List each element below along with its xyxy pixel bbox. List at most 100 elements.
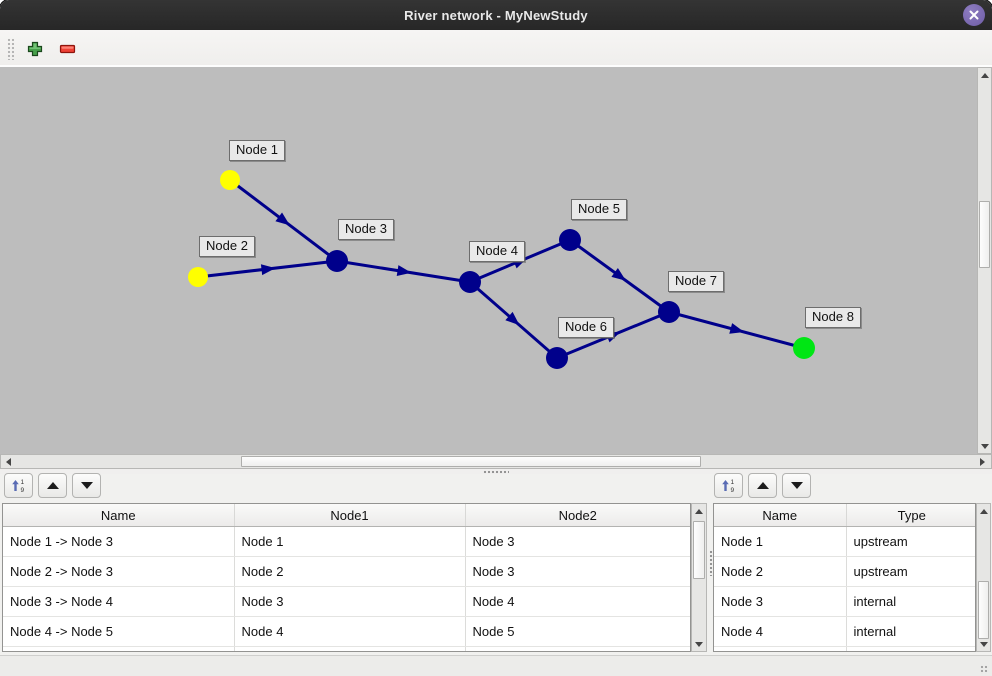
nodes-move-down-button[interactable] (782, 473, 811, 498)
table-cell: internal (846, 586, 975, 617)
table-cell: Node 4 (465, 586, 690, 617)
scroll-down-button[interactable] (978, 439, 991, 453)
table-cell: Node 3 (465, 556, 690, 587)
nodes-scrollbar-thumb[interactable] (978, 581, 989, 639)
column-header[interactable]: Name (3, 504, 235, 527)
scroll-down-button[interactable] (977, 637, 990, 651)
resize-grip-icon[interactable] (980, 665, 989, 674)
close-icon (969, 10, 979, 20)
node-label: Node 8 (805, 307, 861, 328)
move-up-icon (46, 482, 59, 489)
edge-arrow-icon (611, 268, 626, 281)
move-down-icon (80, 482, 93, 489)
scroll-right-button[interactable] (975, 455, 989, 468)
node-circle[interactable] (220, 170, 240, 190)
table-cell: Node 1 (234, 526, 466, 557)
svg-text:9: 9 (731, 487, 735, 493)
titlebar: River network - MyNewStudy (0, 0, 992, 31)
table-cell: Node 1 -> Node 3 (3, 526, 235, 557)
links-move-up-button[interactable] (38, 473, 67, 498)
node-label: Node 4 (469, 241, 525, 262)
table-cell: internal (846, 616, 975, 647)
arrow-left-icon (5, 457, 11, 466)
links-table-scrollbar[interactable] (691, 503, 707, 652)
column-header[interactable]: Name (714, 504, 847, 527)
canvas-vertical-scrollbar[interactable] (977, 67, 992, 454)
move-down-icon (790, 482, 803, 489)
node-circle[interactable] (326, 250, 348, 272)
svg-text:1: 1 (21, 479, 25, 486)
scroll-left-button[interactable] (1, 455, 15, 468)
scroll-up-button[interactable] (692, 504, 706, 518)
arrow-up-icon (695, 508, 703, 514)
scroll-down-button[interactable] (692, 637, 706, 651)
edge-arrow-icon (396, 265, 412, 276)
nodes-table-scrollbar[interactable] (976, 503, 991, 652)
links-scrollbar-thumb[interactable] (693, 521, 705, 579)
edge-arrow-icon (505, 311, 520, 326)
nodes-move-up-button[interactable] (748, 473, 777, 498)
red-minus-icon (59, 44, 75, 53)
arrow-up-icon (980, 72, 989, 78)
nodes-sort-button[interactable]: 1 9 (714, 473, 743, 498)
column-header[interactable]: Node1 (234, 504, 466, 527)
add-node-button[interactable] (22, 36, 48, 62)
table-cell: upstream (846, 526, 975, 557)
toolbar-drag-handle[interactable] (7, 37, 14, 60)
table-cell: Node 2 -> Node 3 (3, 556, 235, 587)
table-cell: Node 3 (234, 586, 466, 617)
main-toolbar (0, 30, 992, 68)
vertical-scrollbar-thumb[interactable] (979, 201, 990, 268)
table-cell: upstream (846, 556, 975, 587)
table-cell: Node 3 -> Node 4 (3, 586, 235, 617)
node-circle[interactable] (459, 271, 481, 293)
node-label: Node 6 (558, 317, 614, 338)
svg-text:9: 9 (21, 487, 25, 493)
links-sort-button[interactable]: 1 9 (4, 473, 33, 498)
table-cell: Node 4 (234, 616, 466, 647)
node-circle[interactable] (546, 347, 568, 369)
column-header[interactable]: Node2 (465, 504, 690, 527)
arrow-up-icon (979, 508, 988, 514)
close-button[interactable] (963, 4, 985, 26)
horizontal-scrollbar-thumb[interactable] (241, 456, 701, 467)
tables-splitter[interactable] (708, 549, 713, 577)
links-move-down-button[interactable] (72, 473, 101, 498)
arrow-down-icon (979, 641, 988, 647)
node-circle[interactable] (658, 301, 680, 323)
remove-node-button[interactable] (54, 36, 80, 62)
window-title: River network - MyNewStudy (404, 7, 588, 23)
column-header[interactable]: Type (846, 504, 975, 527)
scroll-up-button[interactable] (977, 504, 990, 518)
arrow-right-icon (979, 457, 985, 466)
edge-arrow-icon (729, 323, 745, 334)
scroll-up-button[interactable] (978, 68, 991, 82)
table-cell: Node 2 (714, 556, 847, 587)
edge-arrow-icon (260, 264, 276, 276)
splitter-grip-icon (708, 550, 713, 576)
node-label: Node 5 (571, 199, 627, 220)
node-circle[interactable] (188, 267, 208, 287)
table-row-empty (714, 646, 975, 651)
node-circle[interactable] (559, 229, 581, 251)
edge-arrow-icon (275, 212, 290, 226)
node-circle[interactable] (793, 337, 815, 359)
canvas-horizontal-scrollbar[interactable] (0, 454, 992, 469)
arrow-down-icon (695, 641, 703, 647)
pane-splitter[interactable] (0, 469, 992, 474)
green-plus-icon (27, 41, 43, 56)
move-up-icon (756, 482, 769, 489)
